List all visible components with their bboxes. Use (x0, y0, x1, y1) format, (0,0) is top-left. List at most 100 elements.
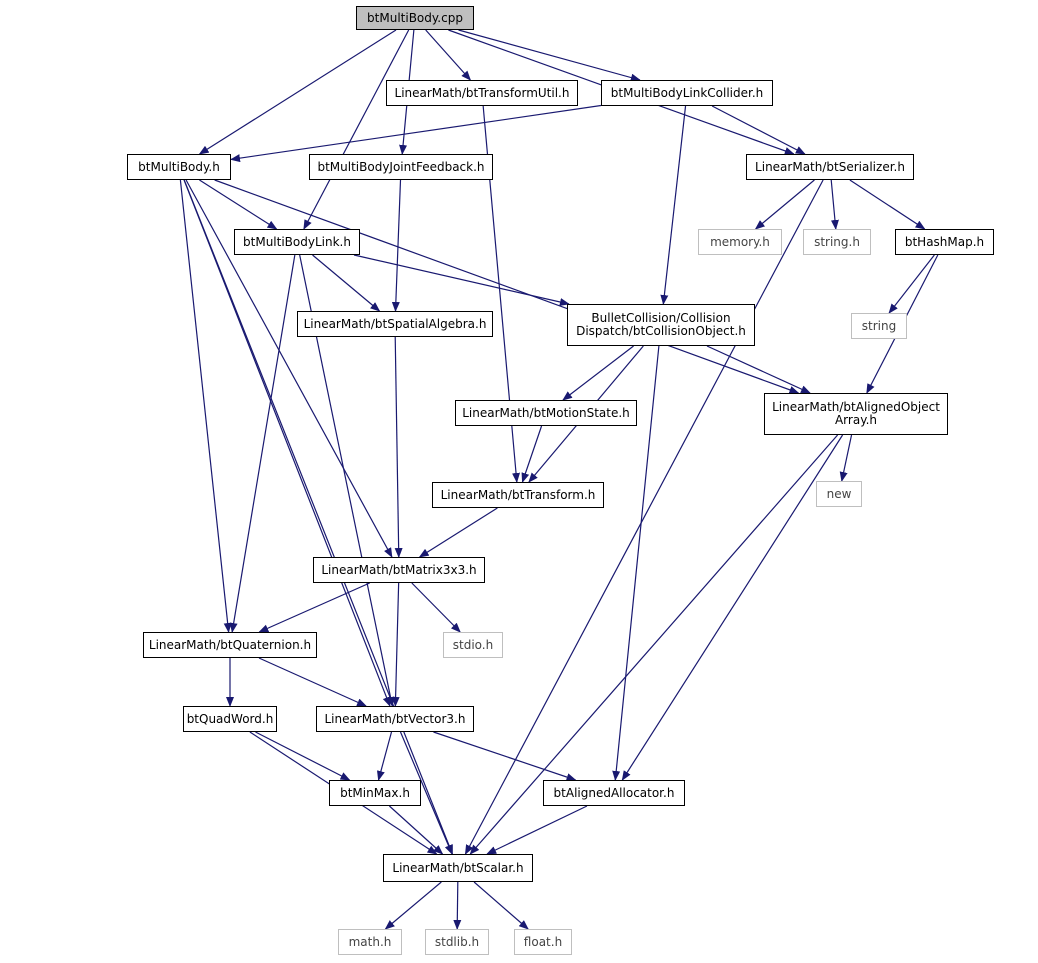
graph-node-math: math.h (338, 929, 402, 955)
edge-lc-to-ser (711, 105, 806, 155)
edge-tf-to-mat (418, 507, 498, 558)
edge-mb-to-mat (185, 179, 393, 558)
node-label: btMinMax.h (340, 785, 410, 800)
graph-node-new: new (816, 481, 862, 507)
edge-aoa-to-new (839, 434, 853, 482)
edge-jf-to-sa (391, 179, 402, 312)
edge-mat-to-stdio (411, 582, 461, 633)
edge-aa-to-sc (486, 805, 588, 855)
edge-cpp-to-lc (458, 29, 641, 82)
graph-node-stdio: stdio.h (443, 632, 503, 658)
node-label: LinearMath/btQuaternion.h (148, 637, 312, 652)
edge-lc-to-mb (230, 104, 602, 163)
edge-cpp-to-tu (425, 29, 472, 81)
edge-v3-to-mm (377, 731, 393, 781)
edge-cpp-to-mb (198, 29, 397, 155)
node-label: btMultiBody.cpp (367, 10, 463, 25)
graph-node-sa[interactable]: LinearMath/btSpatialAlgebra.h (297, 311, 493, 337)
node-label: memory.h (710, 234, 770, 249)
node-label: btMultiBodyLinkCollider.h (610, 85, 764, 100)
node-label: LinearMath/btScalar.h (392, 860, 524, 875)
graph-node-mm[interactable]: btMinMax.h (329, 780, 421, 806)
node-label: new (826, 486, 852, 501)
node-label: LinearMath/btTransformUtil.h (394, 85, 570, 100)
graph-node-quat[interactable]: LinearMath/btQuaternion.h (143, 632, 317, 658)
node-label: math.h (348, 934, 392, 949)
graph-node-mb[interactable]: btMultiBody.h (127, 154, 231, 180)
edge-co-to-aa (612, 345, 660, 781)
graph-node-hm[interactable]: btHashMap.h (895, 229, 994, 255)
edge-mat-to-quat (258, 582, 370, 633)
edge-sc-to-stdlib (453, 881, 462, 930)
node-label: LinearMath/btTransform.h (440, 487, 596, 502)
graph-node-str: string (851, 313, 907, 339)
edge-mm-to-sc (388, 805, 444, 855)
node-label: float.h (523, 934, 563, 949)
node-label: btHashMap.h (904, 234, 985, 249)
graph-node-sc[interactable]: LinearMath/btScalar.h (383, 854, 533, 882)
edge-aoa-to-sc (469, 434, 839, 855)
graph-node-qw[interactable]: btQuadWord.h (183, 706, 277, 732)
graph-node-mat[interactable]: LinearMath/btMatrix3x3.h (313, 557, 485, 583)
edge-sc-to-math (384, 881, 442, 930)
edge-sa-to-mat (394, 336, 403, 558)
edge-mat-to-v3 (391, 582, 400, 707)
edge-mb-to-link (199, 179, 278, 230)
node-label: string (861, 318, 897, 333)
node-label: stdlib.h (434, 934, 480, 949)
edge-sc-to-float (473, 881, 529, 930)
edge-ms-to-tf (521, 425, 543, 483)
graph-node-stdlib: stdlib.h (425, 929, 489, 955)
graph-node-v3[interactable]: LinearMath/btVector3.h (316, 706, 474, 732)
edge-lc-to-co (660, 105, 687, 305)
node-label: LinearMath/btSpatialAlgebra.h (303, 316, 487, 331)
edge-ser-to-strh (830, 179, 839, 230)
edge-ser-to-sc (464, 179, 824, 855)
node-label: btMultiBodyJointFeedback.h (317, 159, 485, 174)
edge-mb-to-aoa (214, 179, 800, 394)
graph-node-lc[interactable]: btMultiBodyLinkCollider.h (601, 80, 773, 106)
graph-node-jf[interactable]: btMultiBodyJointFeedback.h (309, 154, 493, 180)
graph-node-tf[interactable]: LinearMath/btTransform.h (432, 482, 604, 508)
edge-link-to-co (353, 254, 570, 306)
node-label: btAlignedAllocator.h (553, 785, 675, 800)
edge-aoa-to-aa (621, 434, 844, 781)
edge-v3-to-aa (433, 731, 577, 781)
graph-node-mem: memory.h (698, 229, 782, 255)
edge-cpp-to-link (303, 29, 410, 230)
node-label: LinearMath/btMatrix3x3.h (321, 562, 477, 577)
node-label: LinearMath/btSerializer.h (755, 159, 905, 174)
node-label: btMultiBodyLink.h (243, 234, 351, 249)
node-label: string.h (814, 234, 860, 249)
edge-hm-to-str (888, 254, 935, 314)
edge-qw-to-mm (255, 731, 351, 781)
edge-ser-to-hm (849, 179, 926, 230)
node-label: stdio.h (452, 637, 494, 652)
node-label: btMultiBody.h (138, 159, 220, 174)
graph-node-cpp: btMultiBody.cpp (356, 6, 474, 30)
graph-node-aa[interactable]: btAlignedAllocator.h (543, 780, 685, 806)
graph-node-ms[interactable]: LinearMath/btMotionState.h (455, 400, 637, 426)
edge-mb-to-sc (183, 179, 453, 855)
edge-v3-to-sc (399, 731, 453, 855)
edge-link-to-quat (229, 254, 296, 633)
edge-ser-to-mem (754, 179, 815, 230)
graph-node-ser[interactable]: LinearMath/btSerializer.h (746, 154, 914, 180)
edge-quat-to-v3 (258, 657, 367, 707)
graph-node-float: float.h (514, 929, 572, 955)
node-label: LinearMath/btMotionState.h (462, 405, 630, 420)
graph-node-strh: string.h (803, 229, 871, 255)
edge-link-to-sa (312, 254, 381, 312)
edge-mb-to-quat (179, 179, 232, 633)
node-label: LinearMath/btVector3.h (324, 711, 466, 726)
node-label: btQuadWord.h (186, 711, 274, 726)
graph-node-tu[interactable]: LinearMath/btTransformUtil.h (386, 80, 578, 106)
graph-node-link[interactable]: btMultiBodyLink.h (234, 229, 360, 255)
edge-mb-to-v3 (183, 179, 391, 707)
